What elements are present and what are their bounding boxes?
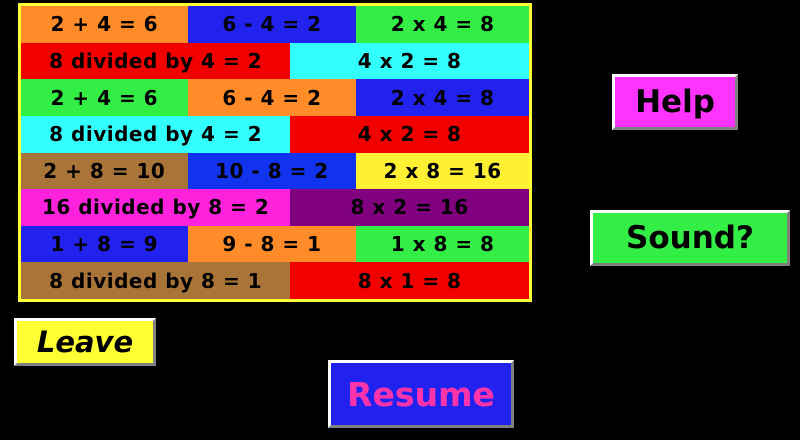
- fact-cell[interactable]: 10 - 8 = 2: [187, 152, 357, 190]
- leave-button[interactable]: Leave: [14, 318, 156, 366]
- fact-cell[interactable]: 2 + 4 = 6: [21, 79, 188, 116]
- fact-cell[interactable]: 2 x 8 = 16: [356, 152, 529, 190]
- resume-button-label: Resume: [347, 374, 495, 414]
- fact-cell[interactable]: 2 x 4 = 8: [356, 6, 529, 43]
- fact-cell[interactable]: 1 + 8 = 9: [21, 225, 188, 263]
- fact-cell[interactable]: 8 divided by 8 = 1: [21, 262, 291, 299]
- fact-cell[interactable]: 9 - 8 = 1: [187, 225, 357, 263]
- fact-cell[interactable]: 6 - 4 = 2: [187, 79, 357, 116]
- fact-cell[interactable]: 1 x 8 = 8: [356, 225, 529, 263]
- fact-cell[interactable]: 2 + 4 = 6: [21, 6, 188, 43]
- fact-cell[interactable]: 4 x 2 = 8: [290, 42, 529, 80]
- fact-cell[interactable]: 8 divided by 4 = 2: [21, 115, 291, 153]
- fact-cell[interactable]: 8 divided by 4 = 2: [21, 42, 291, 80]
- fact-cell[interactable]: 2 + 8 = 10: [21, 152, 188, 190]
- fact-cell[interactable]: 16 divided by 8 = 2: [21, 189, 291, 226]
- resume-button[interactable]: Resume: [328, 360, 514, 428]
- sound-button-label: Sound?: [626, 220, 754, 256]
- help-button[interactable]: Help: [612, 74, 738, 130]
- fact-cell[interactable]: 6 - 4 = 2: [187, 6, 357, 43]
- fact-cell[interactable]: 2 x 4 = 8: [356, 79, 529, 116]
- fact-cell[interactable]: 8 x 1 = 8: [290, 262, 529, 299]
- sound-button[interactable]: Sound?: [590, 210, 790, 266]
- help-button-label: Help: [635, 84, 715, 120]
- fact-cell[interactable]: 4 x 2 = 8: [290, 115, 529, 153]
- fact-cell[interactable]: 8 x 2 = 16: [290, 189, 529, 226]
- leave-button-label: Leave: [36, 325, 134, 359]
